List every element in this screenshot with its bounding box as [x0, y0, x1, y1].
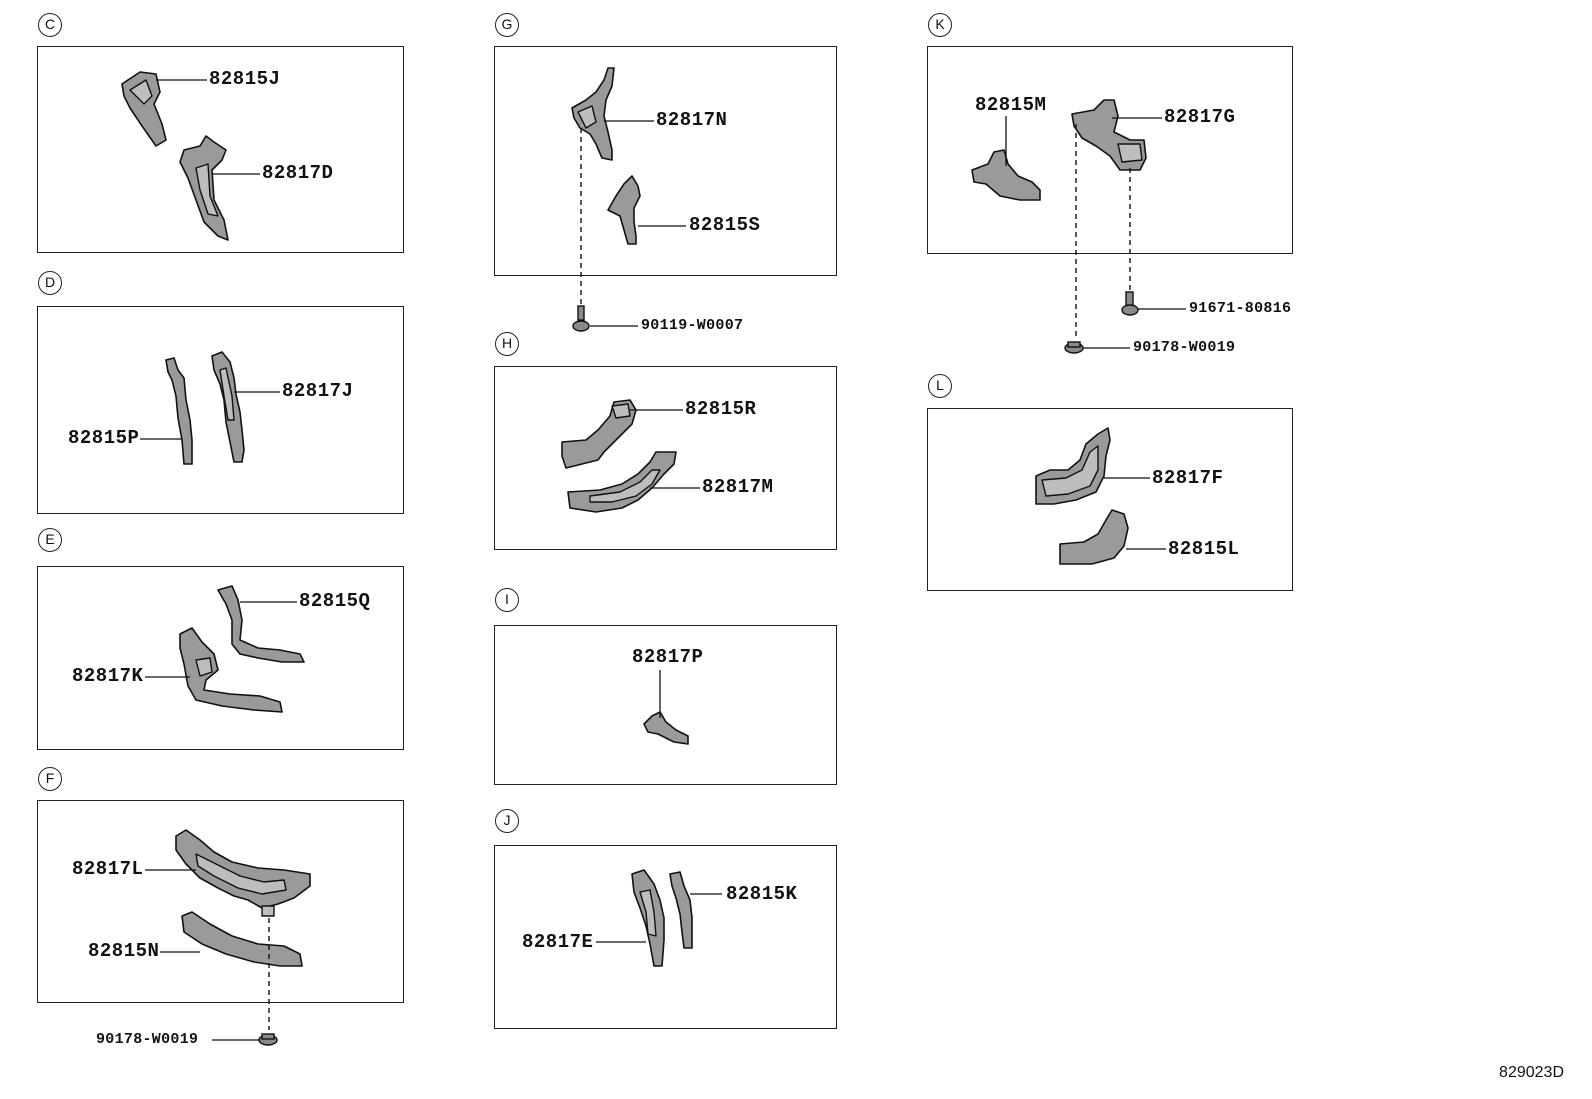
part-number-82815l: 82815L	[1168, 538, 1240, 560]
part-82817n-drawing	[571, 67, 615, 161]
part-number-82815m: 82815M	[975, 94, 1047, 116]
fastener-number-90178-w0019-f: 90178-W0019	[96, 1031, 199, 1048]
panel-g-frame	[494, 46, 837, 276]
part-82817g-drawing	[1071, 99, 1147, 171]
part-number-82815k: 82815K	[726, 883, 798, 905]
part-82817f-drawing	[1035, 427, 1111, 505]
fastener-91671-80816-drawing	[1121, 291, 1139, 316]
fastener-90178-w0019-k-drawing	[1064, 341, 1084, 354]
part-number-82817e: 82817E	[522, 931, 594, 953]
part-number-82817p: 82817P	[632, 646, 704, 668]
part-82817m-drawing	[567, 451, 677, 513]
fastener-90178-w0019-f-drawing	[258, 1033, 278, 1046]
part-82815l-drawing	[1059, 509, 1129, 565]
panel-k-frame	[927, 46, 1293, 254]
panel-i-frame	[494, 625, 837, 785]
fastener-number-90178-w0019-k: 90178-W0019	[1133, 339, 1236, 356]
panel-j-letter: J	[495, 809, 519, 833]
part-number-82817j: 82817J	[282, 380, 354, 402]
panel-d-frame	[37, 306, 404, 514]
panel-e-letter: E	[38, 528, 62, 552]
part-82815p-drawing	[165, 357, 193, 465]
part-82815s-drawing	[607, 175, 641, 245]
diagram-code: 829023D	[1499, 1064, 1564, 1081]
panel-f-letter: F	[38, 767, 62, 791]
part-number-82815n: 82815N	[88, 940, 160, 962]
panel-c-letter: C	[38, 13, 62, 37]
panel-k-letter: K	[928, 13, 952, 37]
part-82817l-drawing	[175, 829, 311, 917]
part-82815m-drawing	[971, 149, 1041, 201]
panel-e-frame	[37, 566, 404, 750]
part-number-82817n: 82817N	[656, 109, 728, 131]
panel-d-letter: D	[38, 271, 62, 295]
part-82815r-drawing	[561, 399, 637, 469]
part-number-82815p: 82815P	[68, 427, 140, 449]
panel-h-letter: H	[495, 332, 519, 356]
part-number-82817d: 82817D	[262, 162, 334, 184]
part-82817k-drawing	[179, 627, 283, 713]
part-number-82817f: 82817F	[1152, 467, 1224, 489]
part-82817j-drawing	[211, 351, 245, 463]
part-number-82817l: 82817L	[72, 858, 144, 880]
panel-h-frame	[494, 366, 837, 550]
part-82815n-drawing	[181, 911, 303, 967]
fastener-number-90119-w0007: 90119-W0007	[641, 317, 744, 334]
part-number-82815r: 82815R	[685, 398, 757, 420]
panel-i-letter: I	[495, 588, 519, 612]
panel-l-frame	[927, 408, 1293, 591]
panel-l-letter: L	[928, 374, 952, 398]
part-number-82817g: 82817G	[1164, 106, 1236, 128]
part-82815j-drawing	[121, 71, 167, 147]
fastener-90119-w0007-drawing	[572, 305, 590, 332]
part-number-82817m: 82817M	[702, 476, 774, 498]
part-number-82815q: 82815Q	[299, 590, 371, 612]
part-82817p-drawing	[643, 711, 689, 745]
part-number-82815j: 82815J	[209, 68, 281, 90]
panel-c-frame	[37, 46, 404, 253]
panel-f-frame	[37, 800, 404, 1003]
part-82815k-drawing	[669, 871, 693, 949]
part-82815q-drawing	[217, 585, 305, 663]
part-82817d-drawing	[179, 135, 229, 241]
part-number-82817k: 82817K	[72, 665, 144, 687]
part-82817e-drawing	[631, 869, 665, 967]
fastener-number-91671-80816: 91671-80816	[1189, 300, 1292, 317]
part-number-82815s: 82815S	[689, 214, 761, 236]
panel-g-letter: G	[495, 13, 519, 37]
panel-j-frame	[494, 845, 837, 1029]
